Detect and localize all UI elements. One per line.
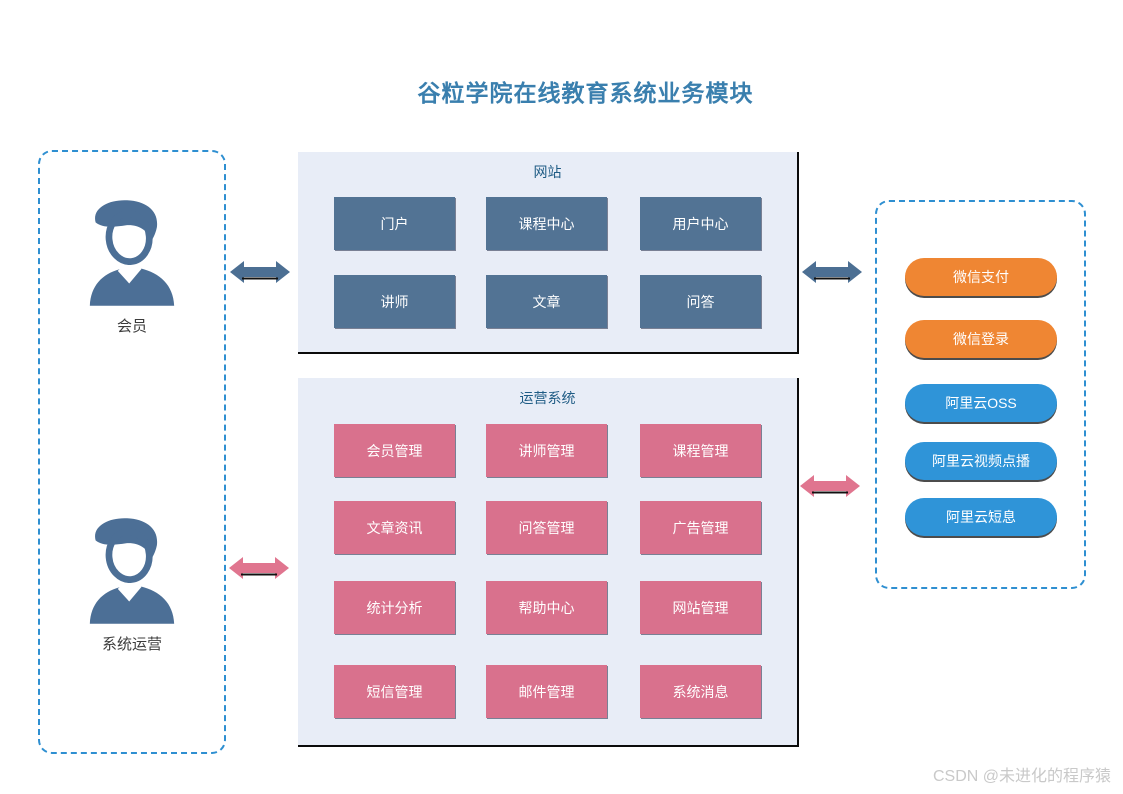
operations-panel-title: 运营系统 — [519, 390, 576, 406]
module-member-mgmt[interactable]: 会员管理 — [334, 424, 455, 477]
actor-member: 会员 — [40, 197, 224, 336]
csdn-watermark: CSDN @未进化的程序猿 — [932, 768, 1111, 785]
module-site-mgmt[interactable]: 网站管理 — [640, 581, 761, 634]
actor-operator-label: 系统运营 — [101, 636, 162, 653]
module-user-center[interactable]: 用户中心 — [640, 197, 761, 250]
module-qa[interactable]: 问答 — [640, 275, 761, 328]
module-article[interactable]: 文章 — [486, 275, 607, 328]
page-title: 谷粒学院在线教育系统业务模块 — [417, 80, 754, 106]
arrow-operations-services — [800, 475, 860, 497]
module-lecturer-mgmt[interactable]: 讲师管理 — [486, 424, 607, 477]
module-portal[interactable]: 门户 — [334, 197, 455, 250]
module-lecturer[interactable]: 讲师 — [334, 275, 455, 328]
actors-group-box: 会员 系统运营 — [38, 150, 226, 754]
module-article-news[interactable]: 文章资讯 — [334, 501, 455, 554]
module-system-message[interactable]: 系统消息 — [640, 665, 761, 718]
module-sms-mgmt[interactable]: 短信管理 — [334, 665, 455, 718]
website-panel: 网站 门户 课程中心 用户中心 讲师 文章 问答 — [298, 152, 799, 354]
external-services-box: 微信支付 微信登录 阿里云OSS 阿里云视频点播 阿里云短息 — [875, 200, 1086, 589]
actor-system-operator: 系统运营 — [40, 515, 224, 654]
module-qa-mgmt[interactable]: 问答管理 — [486, 501, 607, 554]
module-ad-mgmt[interactable]: 广告管理 — [640, 501, 761, 554]
arrow-website-services — [802, 261, 862, 283]
service-wechat-login[interactable]: 微信登录 — [905, 320, 1057, 358]
actor-member-label: 会员 — [116, 318, 147, 335]
module-email-mgmt[interactable]: 邮件管理 — [486, 665, 607, 718]
person-icon — [89, 200, 175, 306]
operations-panel: 运营系统 会员管理 讲师管理 课程管理 文章资讯 问答管理 广告管理 统计分析 … — [298, 378, 799, 747]
module-help-center[interactable]: 帮助中心 — [486, 581, 607, 634]
module-stats-analysis[interactable]: 统计分析 — [334, 581, 455, 634]
arrow-operator-operations — [229, 557, 289, 579]
arrow-member-website — [230, 261, 290, 283]
module-course-center[interactable]: 课程中心 — [486, 197, 607, 250]
service-wechat-pay[interactable]: 微信支付 — [905, 258, 1057, 296]
module-course-mgmt[interactable]: 课程管理 — [640, 424, 761, 477]
service-aliyun-sms[interactable]: 阿里云短息 — [905, 498, 1057, 536]
person-icon — [89, 518, 175, 624]
service-aliyun-oss[interactable]: 阿里云OSS — [905, 384, 1057, 422]
website-panel-title: 网站 — [533, 164, 562, 180]
service-aliyun-vod[interactable]: 阿里云视频点播 — [905, 442, 1057, 480]
